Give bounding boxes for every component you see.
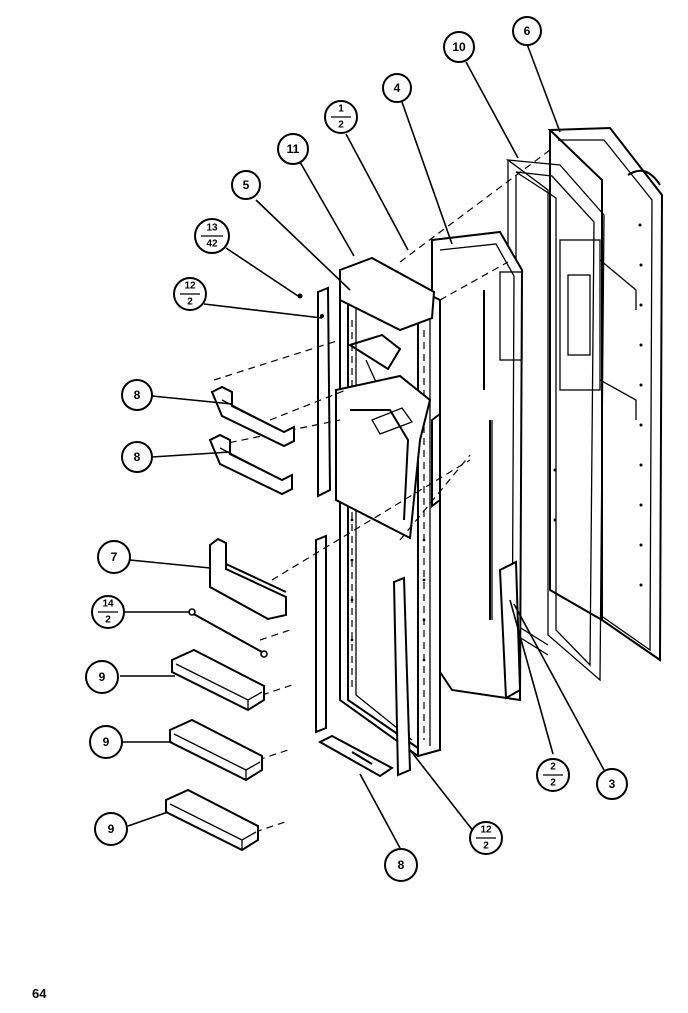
svg-text:9: 9	[108, 822, 115, 836]
screw-parts	[297, 293, 324, 318]
breaker-strip	[498, 560, 522, 700]
svg-text:10: 10	[452, 40, 466, 54]
callout-14-2: 14 2	[91, 595, 125, 629]
svg-text:9: 9	[99, 670, 106, 684]
svg-text:2: 2	[483, 841, 489, 852]
svg-text:14: 14	[102, 599, 114, 610]
dispenser-housing	[335, 256, 436, 540]
svg-text:2: 2	[105, 615, 111, 626]
page-number: 64	[32, 986, 47, 1001]
callout-9-bottom: 9	[94, 812, 128, 846]
svg-text:8: 8	[134, 450, 141, 464]
side-strips	[315, 286, 441, 777]
callout-8-bottom: 8	[384, 848, 418, 882]
svg-text:42: 42	[206, 239, 218, 250]
svg-text:6: 6	[524, 24, 531, 38]
callout-5: 5	[231, 170, 261, 200]
svg-text:5: 5	[243, 178, 250, 192]
shelf-retainer-14	[188, 608, 268, 658]
svg-text:8: 8	[134, 388, 141, 402]
leader-lines	[120, 43, 605, 849]
svg-text:11: 11	[287, 142, 300, 156]
svg-text:3: 3	[609, 777, 616, 791]
door-bin-9-middle	[169, 718, 263, 782]
outer-door-panel	[547, 126, 664, 662]
callout-13-42: 13 42	[194, 218, 230, 254]
callout-6: 6	[512, 16, 542, 46]
inner-door-liner	[431, 230, 524, 702]
door-bin-9-top	[171, 648, 265, 712]
svg-text:4: 4	[394, 81, 401, 95]
svg-text:9: 9	[103, 735, 110, 749]
door-shelf-8-lower	[208, 433, 293, 496]
door-bin-9-bottom	[165, 788, 259, 852]
callout-12-2-bottom: 12 2	[469, 821, 503, 855]
callout-4: 4	[382, 73, 412, 103]
callout-8-lower: 8	[121, 441, 153, 473]
bottom-trim	[317, 734, 394, 778]
dairy-door-7	[209, 537, 287, 621]
svg-text:2: 2	[550, 762, 556, 773]
svg-text:12: 12	[480, 825, 492, 836]
callout-2-2: 2 2	[536, 758, 570, 792]
door-gasket	[505, 159, 605, 682]
door-shelf-8-upper	[210, 385, 295, 448]
callout-3: 3	[596, 768, 628, 800]
callout-10: 10	[443, 31, 475, 63]
callout-9-top: 9	[85, 660, 119, 694]
callout-9-middle: 9	[89, 725, 123, 759]
callout-1-2: 1 2	[324, 100, 358, 134]
callout-12-2-top: 12 2	[173, 277, 207, 311]
svg-text:12: 12	[184, 281, 196, 292]
svg-text:1: 1	[338, 104, 344, 115]
svg-text:2: 2	[550, 778, 556, 789]
svg-text:2: 2	[338, 120, 344, 131]
callout-7: 7	[97, 540, 131, 574]
svg-text:8: 8	[398, 858, 405, 872]
svg-text:13: 13	[206, 223, 218, 234]
svg-text:7: 7	[111, 550, 118, 564]
callout-11: 11	[277, 133, 309, 165]
callout-8-upper: 8	[121, 379, 153, 411]
svg-text:2: 2	[187, 297, 193, 308]
